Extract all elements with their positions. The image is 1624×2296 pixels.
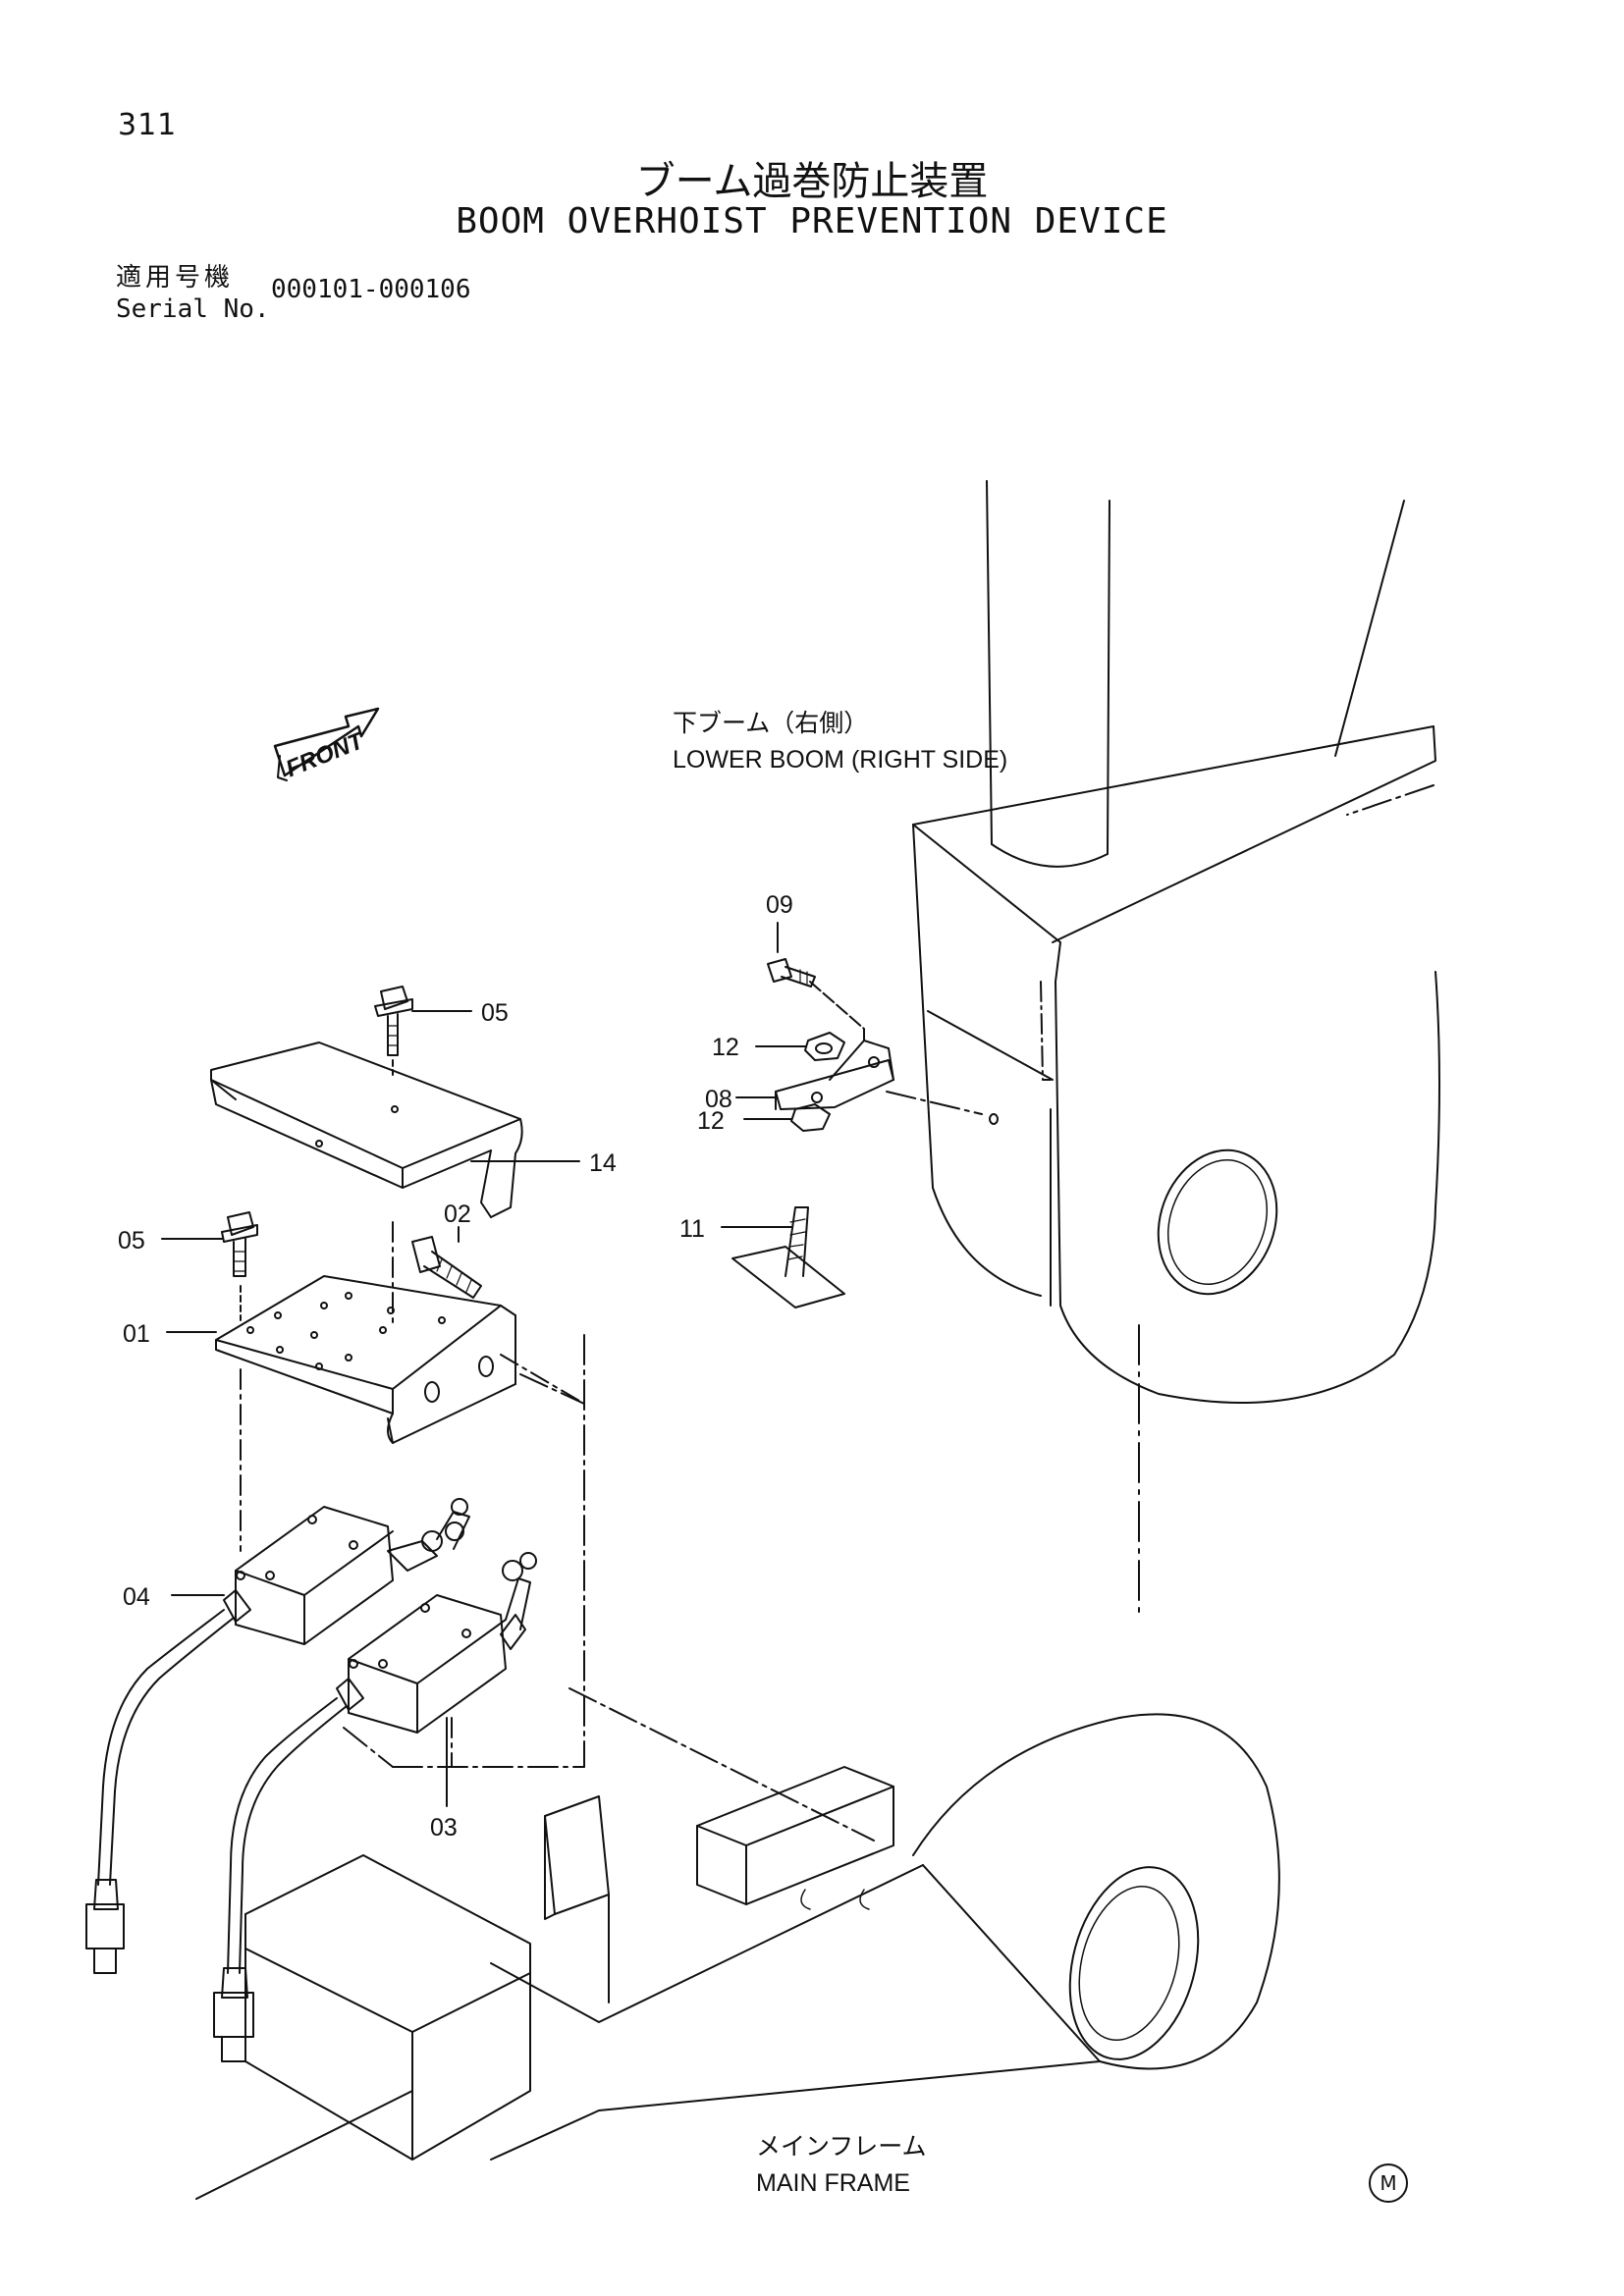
serial-label-japanese: 適用号機 bbox=[116, 263, 235, 293]
title-english: BOOM OVERHOIST PREVENTION DEVICE bbox=[456, 201, 1168, 241]
callout-09: 09 bbox=[766, 891, 793, 919]
lower-boom-label-jp: 下ブーム（右側） bbox=[673, 710, 868, 737]
m-mark-icon: M bbox=[1369, 2163, 1408, 2203]
mounting-bracket-part-08 bbox=[735, 1040, 894, 1110]
main-frame-label-en: MAIN FRAME bbox=[756, 2169, 910, 2197]
callout-14: 14 bbox=[589, 1149, 617, 1177]
front-label: FRONT bbox=[282, 726, 369, 782]
lower-boom-label-en: LOWER BOOM (RIGHT SIDE) bbox=[673, 746, 1007, 774]
page-number: 311 bbox=[118, 108, 178, 142]
callout-04: 04 bbox=[123, 1583, 150, 1611]
callout-12-top: 12 bbox=[712, 1034, 739, 1061]
callout-02: 02 bbox=[444, 1201, 471, 1228]
callout-05-top: 05 bbox=[481, 999, 509, 1027]
serial-range: 000101-000106 bbox=[271, 275, 471, 304]
nut-12-bottom-icon bbox=[743, 1103, 831, 1132]
limit-switch-part-03 bbox=[213, 1552, 537, 2062]
callout-01: 01 bbox=[123, 1320, 150, 1348]
callout-12-bottom: 12 bbox=[697, 1107, 725, 1135]
main-frame-label-jp: メインフレーム bbox=[756, 2133, 927, 2161]
limit-switch-part-04 bbox=[85, 1498, 470, 1974]
title-japanese: ブーム過巻防止装置 bbox=[635, 159, 989, 204]
lower-boom-outline bbox=[912, 480, 1440, 1404]
serial-label-english: Serial No. bbox=[116, 294, 270, 324]
callout-08: 08 bbox=[705, 1086, 732, 1113]
main-frame-outline bbox=[195, 1324, 1280, 2200]
callout-03: 03 bbox=[430, 1814, 458, 1842]
stud-11-icon bbox=[721, 1206, 845, 1308]
cover-plate-part-14 bbox=[210, 1041, 523, 1218]
bracket-part-01 bbox=[215, 1059, 585, 1552]
callout-11: 11 bbox=[679, 1215, 705, 1243]
front-arrow-icon: FRONT bbox=[273, 707, 380, 782]
callout-05-left: 05 bbox=[118, 1227, 145, 1255]
bolt-05-left-icon bbox=[161, 1211, 258, 1277]
nut-12-top-icon bbox=[755, 1032, 845, 1061]
bolt-09-icon bbox=[767, 958, 865, 1041]
bolt-05-top-icon bbox=[374, 986, 472, 1056]
bolt-02-icon bbox=[411, 1236, 482, 1299]
